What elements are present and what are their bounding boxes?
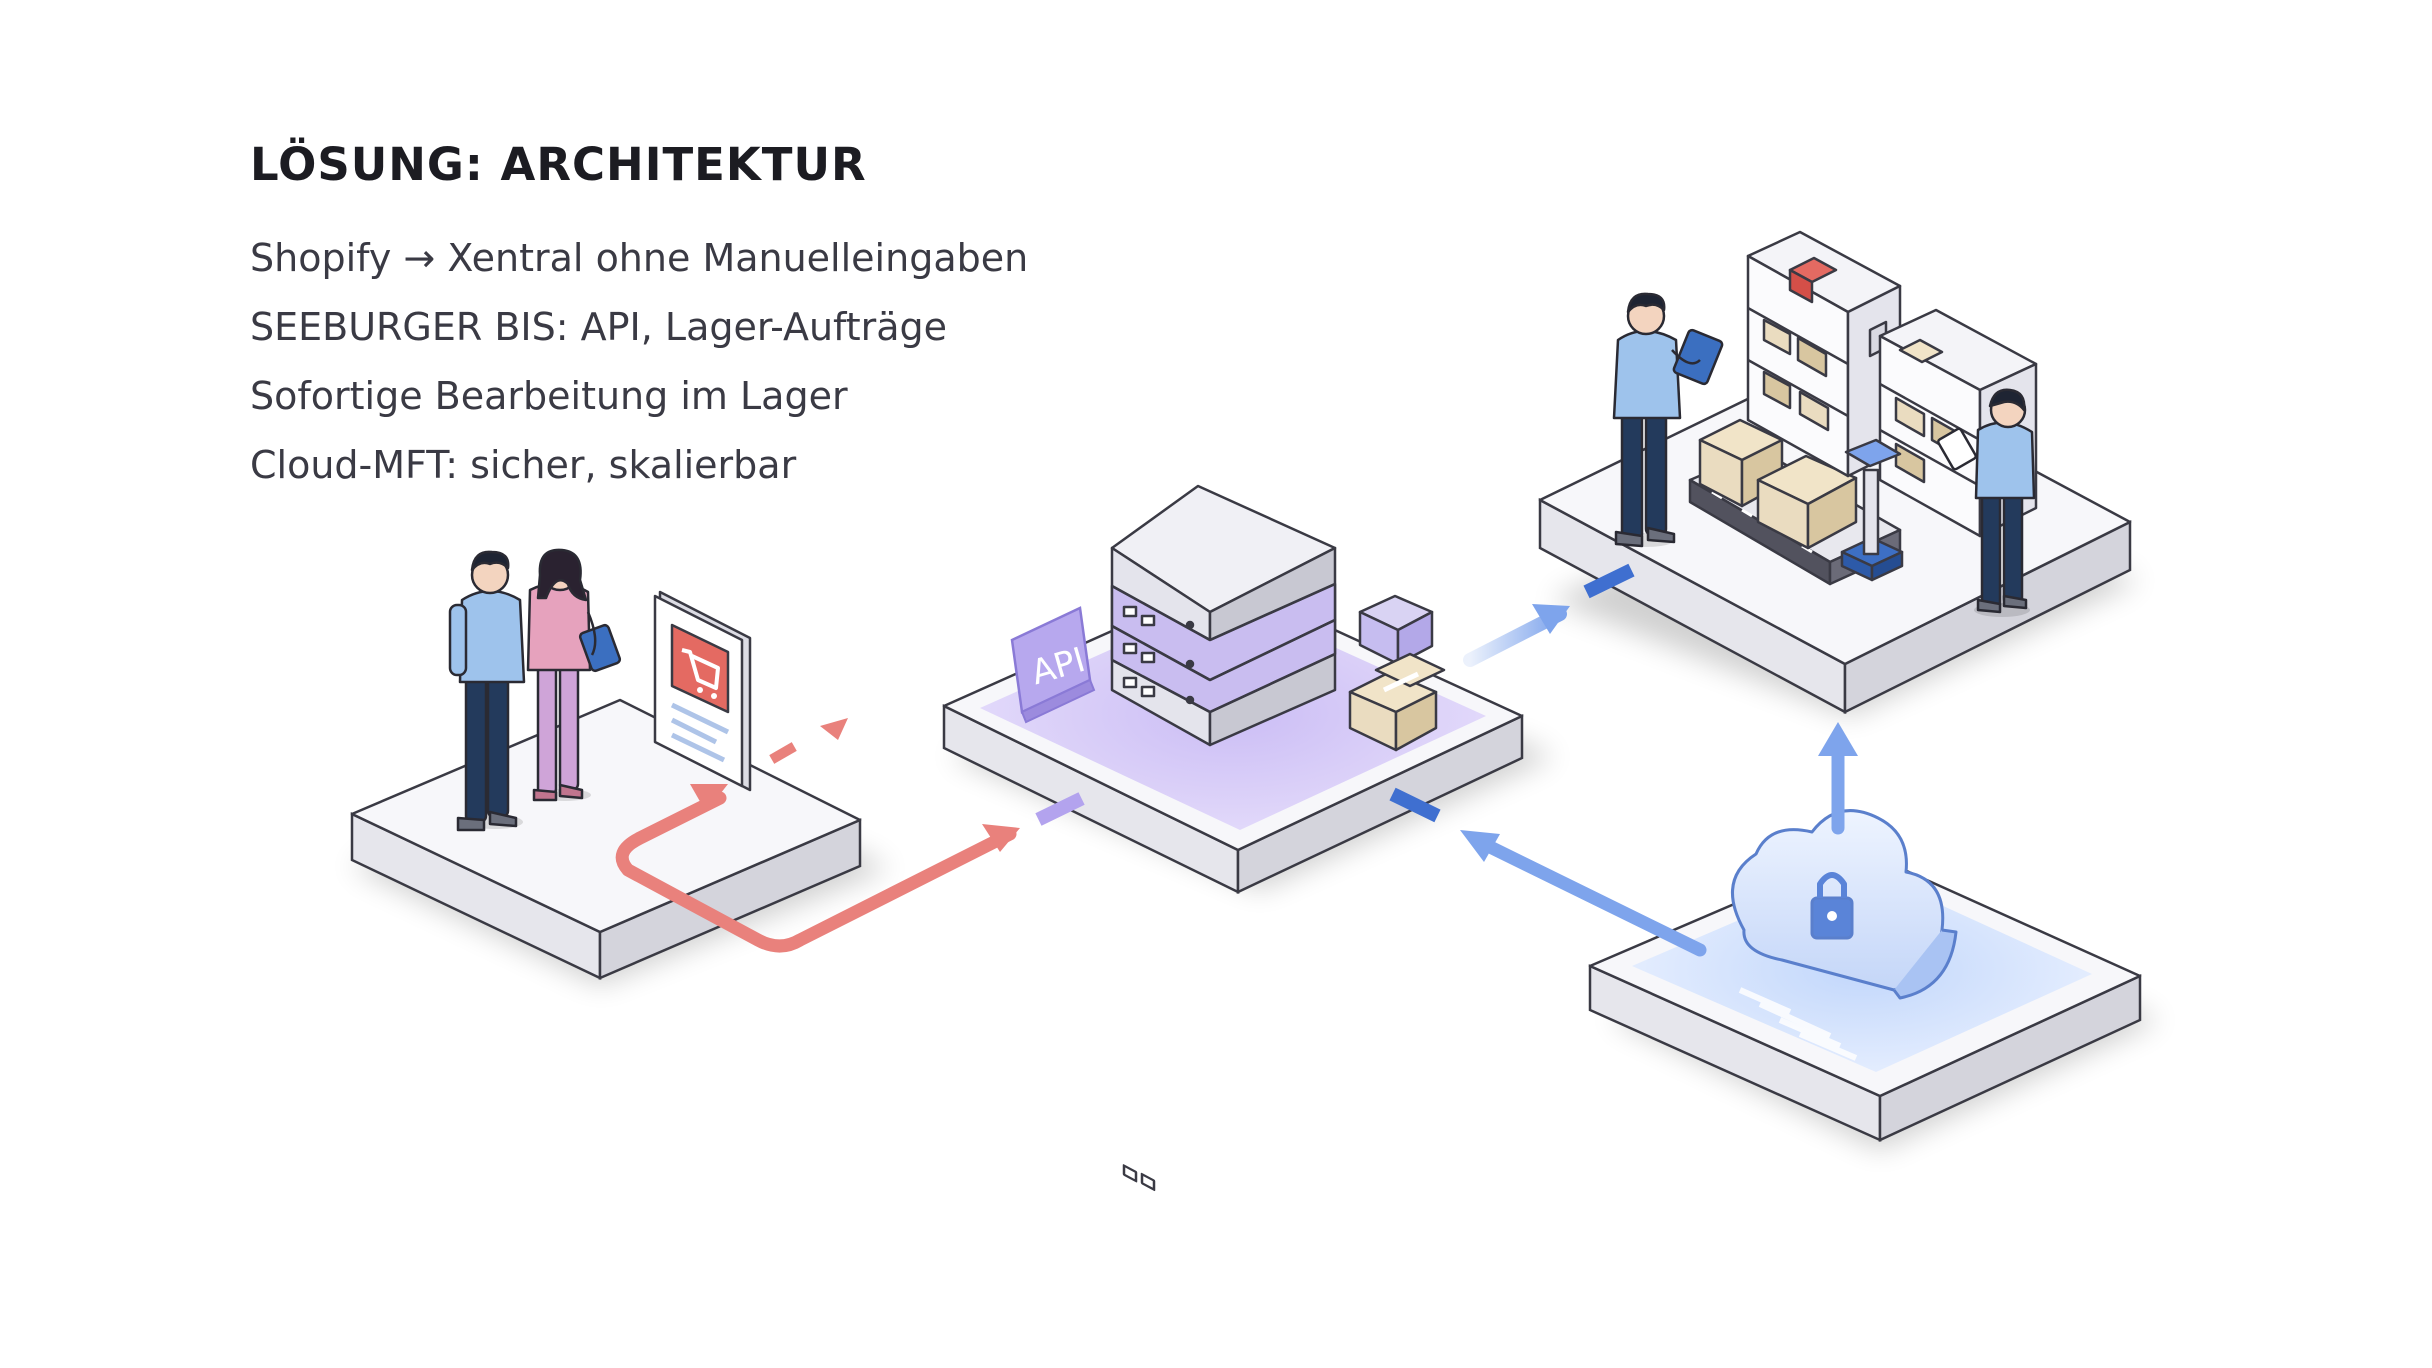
shop-integration-connector xyxy=(1035,792,1085,826)
point-shopify-xentral: Shopify → Xentral ohne Manuelleingaben xyxy=(250,236,1029,280)
point-warehouse-processing: Sofortige Bearbeitung im Lager xyxy=(250,374,848,418)
shopping-cart-icon xyxy=(670,623,730,714)
cloud-to-integration-arrow xyxy=(1389,787,1707,957)
warehouse-shelf-icon xyxy=(1746,230,2038,538)
integration-to-warehouse-arrow xyxy=(1463,563,1635,667)
warehouse-boxes xyxy=(1698,418,1858,550)
point-cloud-mft: Cloud-MFT: sicher, skalierbar xyxy=(250,443,797,487)
shop-display xyxy=(653,590,752,792)
warehouse-worker-picker xyxy=(1937,388,2036,617)
warehouse-worker-tablet xyxy=(1612,292,1724,548)
cloud-lock-icon xyxy=(1730,809,1958,1000)
architecture-points: Shopify → Xentral ohne Manuelleingaben S… xyxy=(250,228,1028,504)
api-badge: API xyxy=(1010,606,1096,724)
package-icon xyxy=(1348,594,1446,752)
point-seeburger-bis: SEEBURGER BIS: API, Lager-Aufträge xyxy=(250,305,948,349)
scanner-stand xyxy=(1840,438,1904,582)
slide-title: LÖSUNG: ARCHITEKTUR xyxy=(250,138,867,191)
shop-person-woman xyxy=(526,548,622,802)
shop-to-integration-arrow xyxy=(615,718,1020,953)
server-rack-icon xyxy=(1110,484,1337,1192)
cloud-to-warehouse-arrow xyxy=(1818,722,1858,835)
shop-person-man xyxy=(448,550,526,832)
